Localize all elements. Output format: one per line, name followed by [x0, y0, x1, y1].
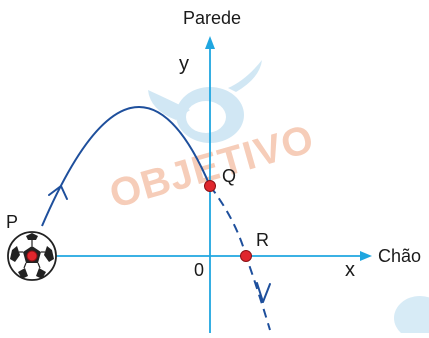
point-r-label: R [256, 230, 269, 250]
y-axis-label: y [179, 53, 189, 75]
x-axis-label: x [345, 259, 355, 281]
point-q-label: Q [222, 166, 236, 186]
point-p-marker [26, 250, 38, 262]
point-q-marker [204, 180, 216, 192]
origin-label: 0 [194, 260, 204, 280]
point-p-label: P [6, 212, 18, 232]
trajectory-dashed [209, 185, 271, 331]
watermark-logo [148, 60, 262, 143]
trajectory-arc [41, 106, 211, 227]
x-axis-arrowhead [360, 251, 372, 261]
y-axis-arrowhead [205, 36, 215, 49]
wall-label: Parede [183, 8, 241, 28]
trajectory-end-arrow [256, 282, 271, 303]
point-r-marker [240, 250, 252, 262]
floor-label: Chão [378, 246, 421, 266]
watermark-logo-secondary [394, 296, 429, 338]
trajectory-direction-arrow [48, 185, 68, 200]
